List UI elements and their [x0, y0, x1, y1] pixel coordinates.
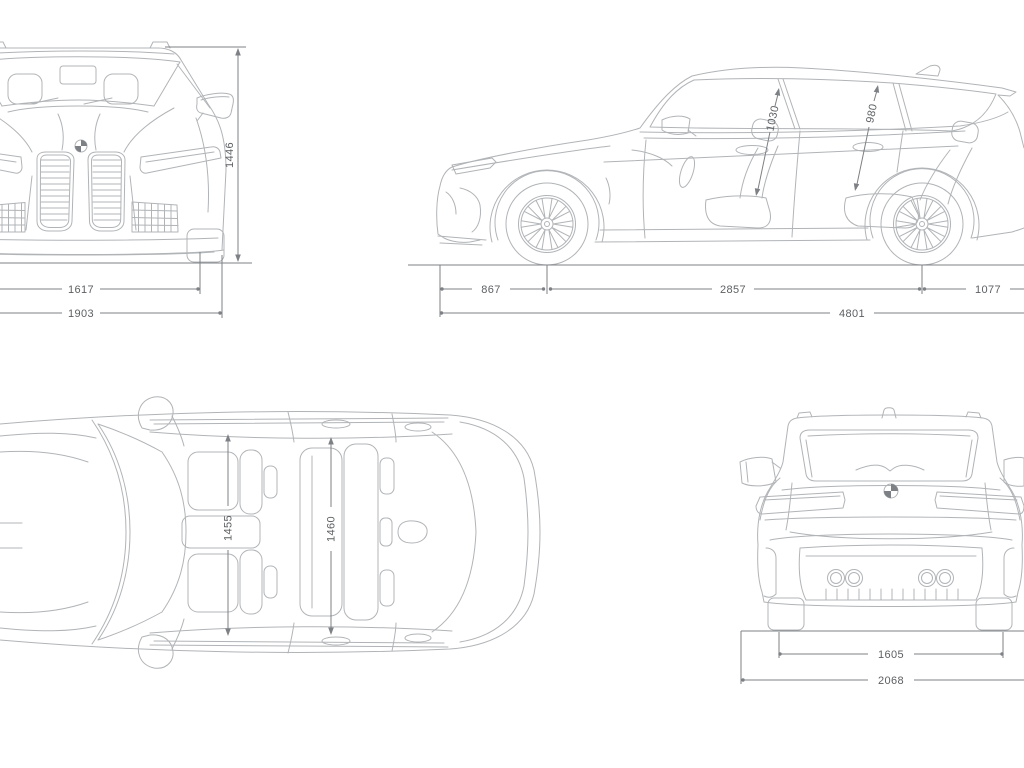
- side-windows: [649, 78, 997, 132]
- kidney-grille: [36, 151, 126, 232]
- side-view-mirror: [661, 115, 697, 137]
- door-handle: [321, 636, 351, 646]
- exhaust-pipes: [827, 569, 954, 587]
- front-headlights: [0, 146, 222, 174]
- b-pillar: [777, 78, 801, 130]
- rear-view-dimensions: 1605 2068: [740, 630, 1024, 687]
- dim-label-front-shoulder-width: 1455: [223, 515, 235, 541]
- rear-glass: [431, 431, 477, 633]
- front-seat-headrest: [751, 118, 779, 142]
- front-wheel-icon: [505, 182, 589, 266]
- headrest-right: [103, 73, 139, 105]
- front-view-wheel: [186, 228, 225, 263]
- rear-view-mirror-left: [739, 456, 781, 487]
- rear-view: 1605 2068: [739, 407, 1024, 687]
- rear-bench-backrest: [343, 443, 379, 621]
- door-handle: [404, 422, 432, 432]
- dim-label-rear-overhang: 1077: [975, 284, 1001, 296]
- front-windshield: [0, 56, 211, 109]
- dim-label-rear-shoulder-width: 1460: [326, 516, 338, 542]
- dim-label-wheelbase: 2857: [720, 284, 746, 296]
- dim-label-front-height: 1446: [224, 142, 236, 168]
- top-mirror-right: [138, 634, 174, 669]
- side-view-car-art: [436, 64, 1024, 266]
- top-view-seats: [181, 443, 395, 621]
- side-headlight: [451, 157, 497, 175]
- door-handle: [321, 419, 351, 429]
- dim-label-rear-interior-height: 980: [864, 103, 880, 125]
- headrest-left: [7, 73, 43, 105]
- side-view-dimensions: 1030 980 867 2857 1077 4801: [408, 84, 1024, 320]
- tailgate-outline: [459, 421, 529, 643]
- door-handle: [404, 633, 432, 643]
- rear-view-wheel-right: [975, 597, 1013, 631]
- steering-wheel: [678, 156, 696, 188]
- front-view-dimensions: 1446 1617 1903: [0, 46, 252, 320]
- dim-label-overall-length: 4801: [839, 308, 865, 320]
- rear-bench-cushion: [299, 447, 343, 617]
- rearview-mirror: [59, 65, 97, 85]
- rear-window: [799, 429, 979, 482]
- front-splitter-side: [437, 235, 487, 246]
- shark-fin-antenna-top: [397, 520, 428, 544]
- wipers: [29, 97, 113, 105]
- top-view-dimensions: 1455 1460: [223, 434, 338, 636]
- side-view: 1030 980 867 2857 1077 4801: [408, 64, 1024, 320]
- dim-label-front-interior-height: 1030: [764, 104, 781, 132]
- center-console: [181, 515, 261, 549]
- rear-seat-headrest: [951, 120, 979, 144]
- rear-view-mirror-right: [1003, 456, 1024, 487]
- rear-door-handle: [852, 142, 884, 152]
- bmw-roundel-rear-icon: [883, 483, 899, 499]
- rear-diffuser: [798, 544, 984, 601]
- dim-label-front-overhang: 867: [481, 284, 501, 296]
- dim-label-rear-overall-width: 2068: [878, 675, 904, 687]
- dim-label-front-track: 1617: [68, 284, 94, 296]
- top-view-car-art: [0, 396, 541, 669]
- front-splitter: [0, 249, 225, 255]
- dim-label-front-width: 1903: [68, 308, 94, 320]
- front-view-car-art: [0, 41, 234, 263]
- front-door-handle: [735, 145, 769, 155]
- roof-rails-top: [149, 417, 449, 648]
- front-view-side-mirror: [196, 92, 234, 122]
- shark-fin-antenna-icon: [915, 64, 941, 77]
- top-mirror-left: [138, 396, 174, 431]
- roof-rails: [0, 41, 171, 49]
- dim-label-rear-track: 1605: [878, 649, 904, 661]
- c-pillar: [892, 82, 913, 132]
- side-interior: [631, 118, 979, 229]
- rear-antenna-icon: [881, 407, 897, 419]
- fender-gill: [605, 177, 611, 205]
- top-view: 1455 1460: [0, 396, 541, 669]
- rear-view-wheel-left: [767, 597, 805, 631]
- front-view: 1446 1617 1903: [0, 41, 252, 320]
- bmw-roundel-icon: [74, 139, 88, 153]
- front-mesh-intakes: [0, 201, 179, 233]
- rear-view-car-art: [739, 407, 1024, 631]
